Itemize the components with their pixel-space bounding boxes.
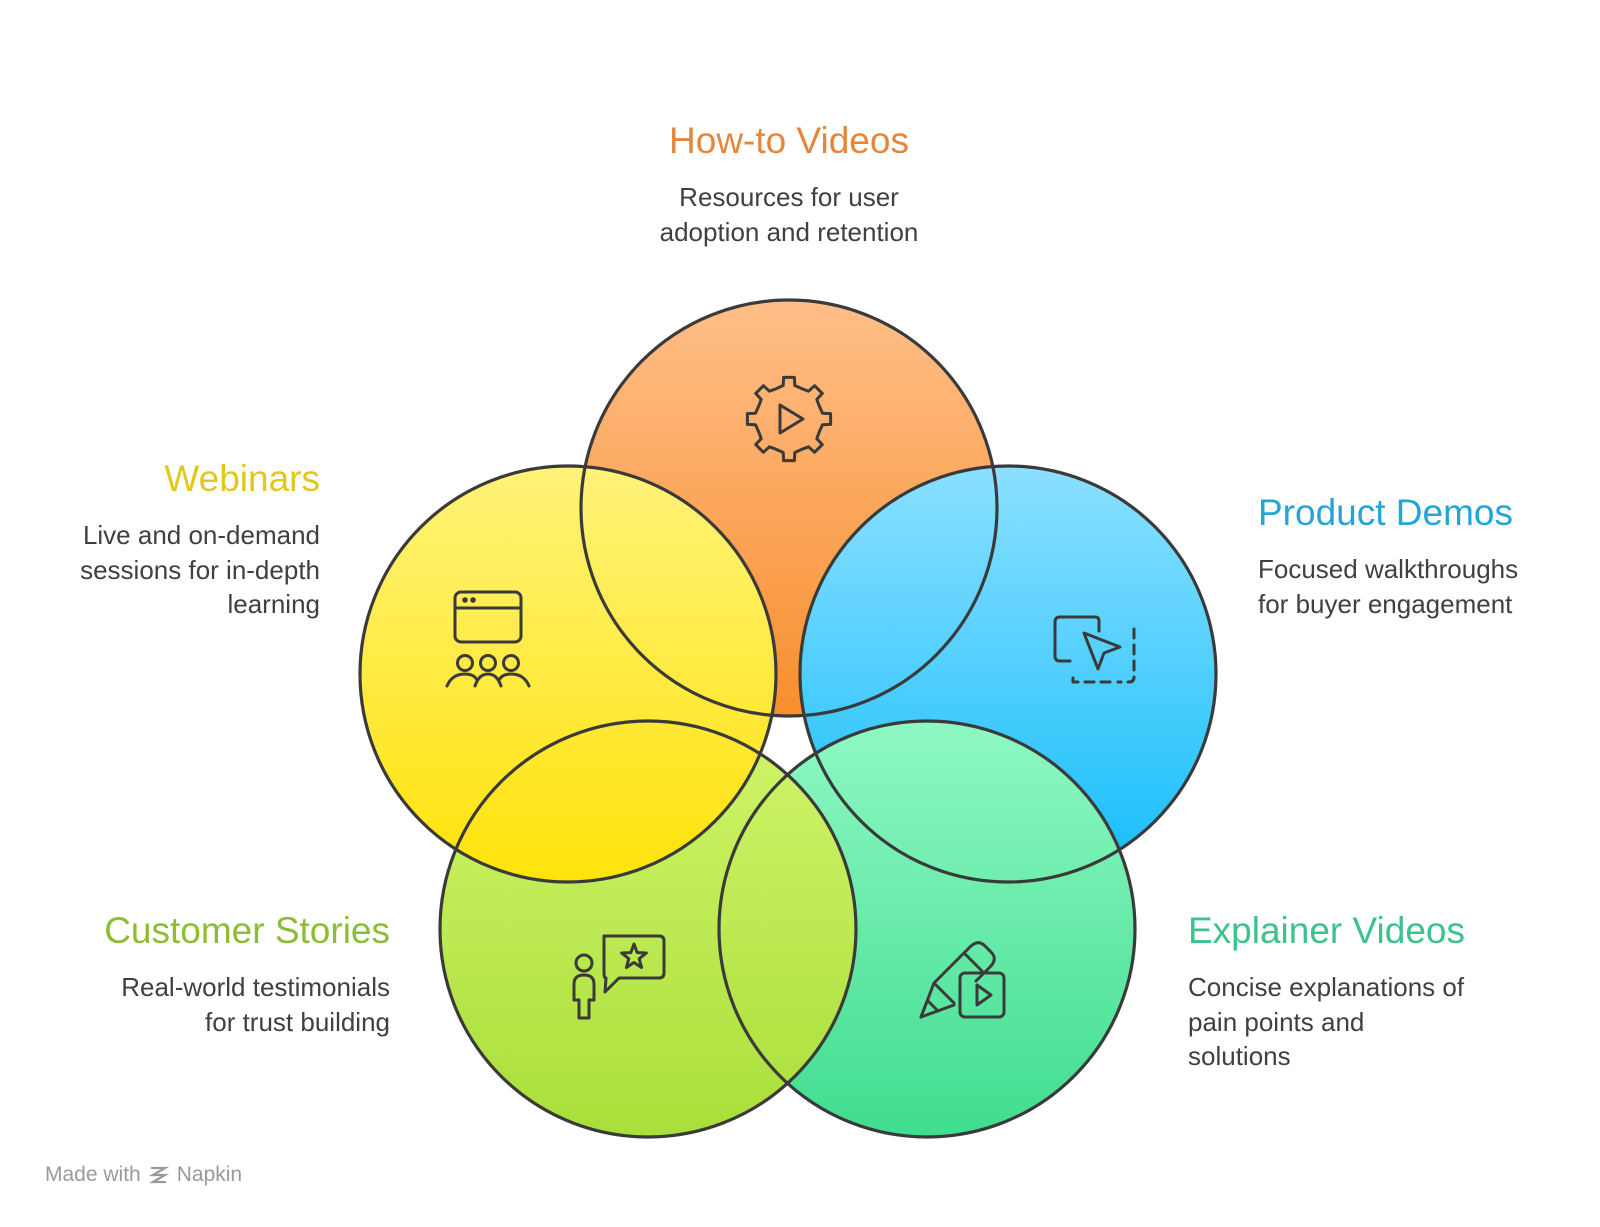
explainer-videos-description: Concise explanations of pain points and … bbox=[1188, 970, 1568, 1074]
webinars-circle bbox=[360, 466, 776, 882]
explainer-videos-outline bbox=[717, 719, 1137, 1139]
webinars-label: Webinars Live and on-demand sessions for… bbox=[20, 457, 320, 622]
description-line: learning bbox=[227, 589, 320, 619]
explainer-videos-label: Explainer Videos Concise explanations of… bbox=[1188, 909, 1568, 1074]
gear-play-icon bbox=[745, 375, 833, 463]
product-demos-title: Product Demos bbox=[1258, 492, 1513, 533]
description-line: sessions for in-depth bbox=[80, 554, 320, 585]
browser-audience-icon bbox=[445, 590, 531, 688]
person-star-bubble-icon bbox=[572, 934, 666, 1020]
customer-stories-outline bbox=[438, 719, 858, 1139]
description-line: for trust building bbox=[205, 1006, 390, 1037]
webinars-title: Webinars bbox=[164, 458, 320, 499]
description-line: Live and on-demand bbox=[82, 520, 320, 550]
description-line: adoption and retention bbox=[659, 216, 919, 247]
napkin-brand-text: Napkin bbox=[176, 1163, 243, 1186]
how-to-videos-outline bbox=[579, 298, 999, 718]
how-to-videos-description: Resources for user adoption and retentio… bbox=[589, 180, 989, 249]
product-demos-description: Focused walkthroughs for buyer engagemen… bbox=[1258, 552, 1588, 621]
description-line: pain points and bbox=[1188, 1006, 1365, 1037]
webinars-description: Live and on-demand sessions for in-depth… bbox=[20, 518, 320, 622]
how-to-videos-label: How-to Videos Resources for user adoptio… bbox=[589, 119, 989, 249]
description-line: solutions bbox=[1188, 1041, 1291, 1071]
customer-stories-title: Customer Stories bbox=[104, 910, 390, 951]
webinars-outline bbox=[358, 464, 778, 884]
customer-stories-label: Customer Stories Real-world testimonials… bbox=[40, 909, 390, 1039]
made-with-text: Made with bbox=[45, 1163, 141, 1186]
description-line: Resources for user bbox=[679, 182, 899, 212]
customer-stories-description: Real-world testimonials for trust buildi… bbox=[40, 970, 390, 1039]
circle-fills bbox=[360, 300, 1216, 1137]
description-line: Concise explanations of bbox=[1188, 972, 1465, 1002]
napkin-logo-icon bbox=[148, 1166, 169, 1184]
screen-cursor-icon bbox=[1053, 615, 1136, 684]
explainer-videos-title: Explainer Videos bbox=[1188, 910, 1465, 951]
product-demos-outline bbox=[798, 464, 1218, 884]
made-with-napkin-footer: Made with Napkin bbox=[45, 1163, 242, 1187]
circle-outlines bbox=[358, 298, 1218, 1139]
description-line: Real-world testimonials bbox=[121, 972, 390, 1002]
product-demos-label: Product Demos Focused walkthroughs for b… bbox=[1258, 491, 1588, 621]
how-to-videos-title: How-to Videos bbox=[669, 120, 909, 161]
description-line: Focused walkthroughs bbox=[1258, 554, 1519, 584]
description-line: for buyer engagement bbox=[1258, 588, 1513, 619]
pencil-video-icon bbox=[919, 941, 1006, 1019]
